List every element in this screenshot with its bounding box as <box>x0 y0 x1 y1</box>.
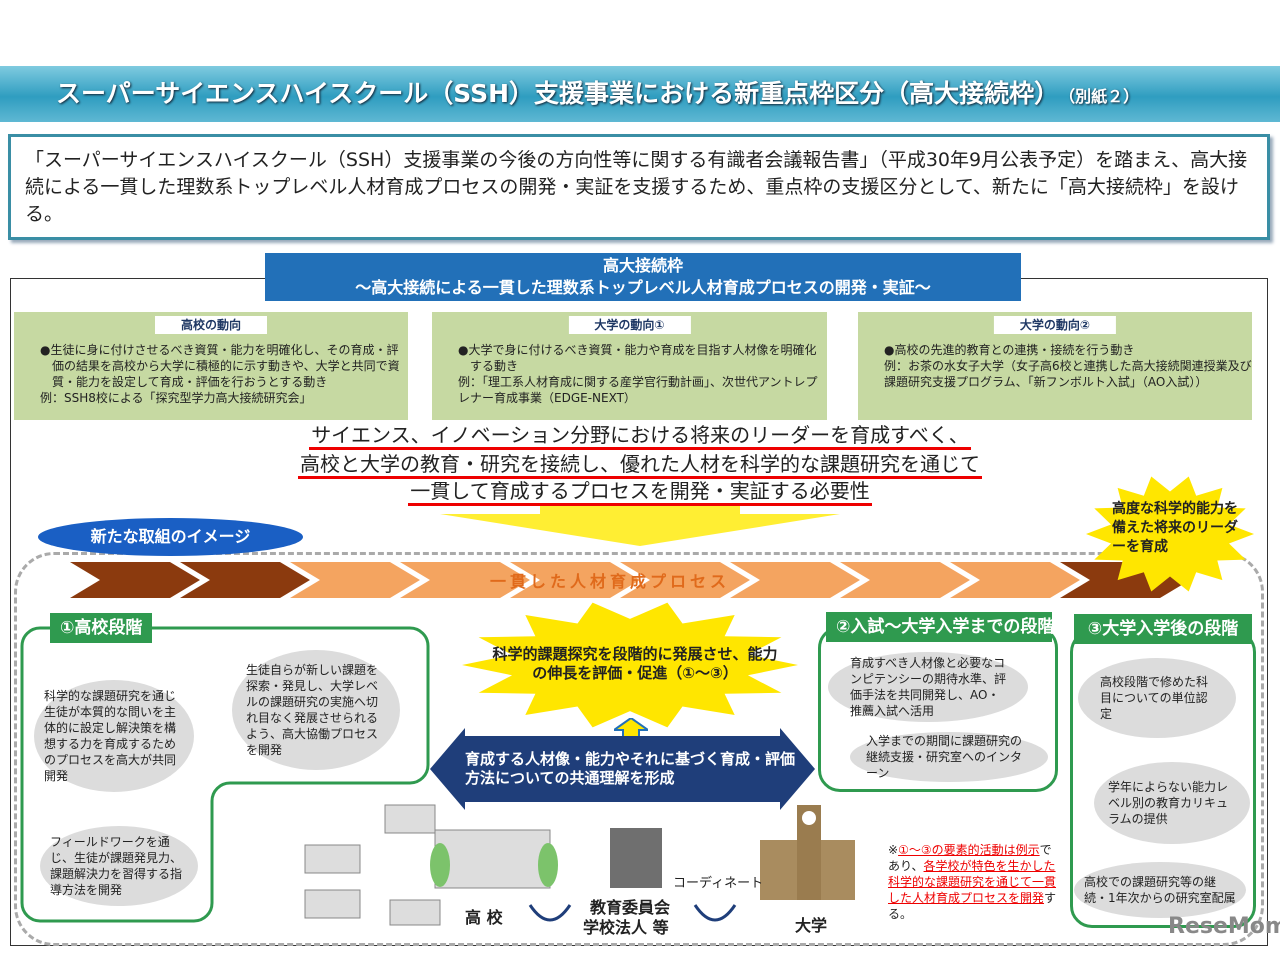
trend-university-2: 大学の動向②●高校の先進的教育との連携・接続を行う動き例：お茶の水女子大学（女子… <box>858 312 1252 420</box>
stage-3-title: ③大学入学後の段階 <box>1074 614 1252 644</box>
goal-text: 高度な科学的能力を備えた将来のリーダーを育成 <box>1112 501 1238 555</box>
process-chevron <box>400 562 530 598</box>
process-chevron <box>510 562 640 598</box>
goal-starburst-icon <box>1086 476 1254 592</box>
university-label: 大学 <box>795 916 828 935</box>
process-chevron <box>730 562 860 598</box>
process-chevron <box>290 562 420 598</box>
board-label: 教育委員会 <box>590 898 671 917</box>
page-title: スーパーサイエンスハイスクール（SSH）支援事業における新重点枠区分（高大接続枠… <box>0 66 1280 122</box>
up-arrow-icon <box>614 718 648 740</box>
image-label: 新たな取組のイメージ <box>38 518 303 556</box>
center-burst-text: 科学的課題探究を段階的に発展させ、能力の伸長を評価・促進（①～③） <box>492 645 778 682</box>
trend-university-1: 大学の動向①●大学で身に付けるべき資質・能力や育成を目指す人材像を明確化する動き… <box>432 312 827 420</box>
necessity-line-3: 一貫して育成するプロセスを開発・実証する必要性 <box>0 478 1280 506</box>
stage-1-frame <box>20 626 430 923</box>
trend-highschool: 高校の動向●生徒に身に付けさせるべき資質・能力を明確化し、その育成・評価の結果を… <box>14 312 408 420</box>
process-chevron <box>620 562 750 598</box>
process-chevron <box>840 562 970 598</box>
shared-understanding-arrow <box>430 728 815 810</box>
resemom-watermark: ReseMom <box>1168 914 1280 939</box>
stage-1-title: ①高校段階 <box>50 613 153 643</box>
process-chevron <box>950 562 1080 598</box>
stage-3-item: 学年によらない能力レベル別の教育カリキュラムの提供 <box>1094 762 1250 844</box>
intro-box: 「スーパーサイエンスハイスクール（SSH）支援事業の今後の方向性等に関する有識者… <box>8 134 1270 240</box>
down-arrow-icon <box>440 506 840 546</box>
shared-understanding-text: 育成する人材像・能力やそれに基づく育成・評価方法についての共通理解を形成 <box>465 750 796 787</box>
center-starburst-icon <box>462 602 798 728</box>
stage-2-item: 育成すべき人材像と必要なコンピテンシーの期待水準、評価手法を共同開発し、AO・推… <box>828 652 1028 722</box>
example-note: ※①～③の要素的活動は例示であり、各学校が特色を生かした科学的な課題研究を通じて… <box>888 843 1057 921</box>
stage-1-item: 生徒自らが新しい課題を探索・発見し、大学レベルの課題研究の実施へ切れ目なく発展さ… <box>232 650 400 770</box>
stage-1-item: フィールドワークを通じ、生徒が課題発見力、課題解決力を習得する指導方法を開発 <box>40 826 198 906</box>
coordinate-label: コーディネート <box>673 876 764 891</box>
stage-3-item: 高校での課題研究等の継続・1年次からの研究室配属 <box>1074 862 1246 918</box>
process-label: 一貫した人材育成プロセス <box>490 572 731 591</box>
cycle-arrow-icon <box>528 904 572 922</box>
process-chevron <box>70 562 200 598</box>
school-buildings-icon <box>304 804 855 926</box>
stage-2-item: 入学までの期間に課題研究の継続支援・研究室へのインターン <box>850 732 1048 782</box>
stage-3-item: 高校段階で修めた科目についての単位認定 <box>1078 658 1236 738</box>
highschool-label: 高 校 <box>465 908 503 927</box>
process-chevron <box>180 562 310 598</box>
stage-2-title: ②入試～大学入学までの段階 <box>826 612 1054 642</box>
koudai-header: 高大接続枠～高大接続による一貫した理数系トップレベル人材育成プロセスの開発・実証… <box>265 253 1021 301</box>
corp-label: 学校法人 等 <box>583 918 669 937</box>
necessity-line-1: サイエンス、イノベーション分野における将来のリーダーを育成すべく、 <box>0 422 1280 450</box>
process-frame <box>14 552 1264 946</box>
cycle-arrow-icon <box>693 904 737 922</box>
stage-1-item: 科学的な課題研究を通じ生徒が本質的な問いを主体的に設定し解決策を構想する力を育成… <box>34 680 194 792</box>
necessity-line-2: 高校と大学の教育・研究を接続し、優れた人材を科学的な課題研究を通じて <box>0 451 1280 479</box>
